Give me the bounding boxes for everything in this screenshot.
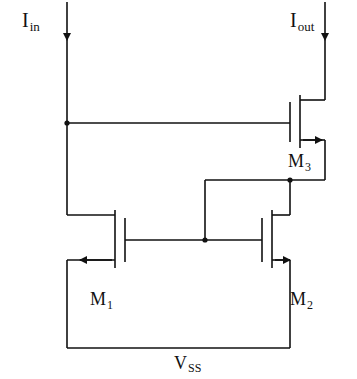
input-wire (66, 40, 68, 215)
m1-source-wire (66, 260, 68, 348)
m2-transistor (262, 210, 290, 268)
junction-dot (202, 237, 207, 242)
m3-gate-wire (67, 122, 290, 124)
transistor-number: 3 (305, 161, 311, 173)
m3-transistor (290, 95, 325, 148)
transistor-name: M (90, 290, 106, 308)
m1-transistor (67, 210, 125, 268)
m2-drain-wire (289, 180, 291, 215)
output-current-arrow (324, 2, 326, 40)
transistor-name: M (288, 152, 304, 170)
current-subscript: out (298, 20, 315, 33)
input-current-arrow (66, 2, 68, 40)
transistor-number: 1 (107, 299, 113, 311)
current-symbol: I (22, 10, 29, 30)
supply-name: V (174, 354, 187, 372)
junction-dot (64, 120, 69, 125)
junction-dot (287, 177, 292, 182)
feedback-wire (205, 179, 325, 181)
transistor-name: M (290, 290, 306, 308)
current-symbol: I (290, 10, 297, 30)
gate-drop-wire (204, 180, 206, 240)
current-subscript: in (30, 20, 40, 33)
transistor-number: 2 (307, 299, 313, 311)
m3-source-wire (324, 140, 326, 180)
output-wire (324, 40, 326, 100)
supply-subscript: SS (188, 362, 201, 374)
vss-rail (67, 347, 290, 349)
shared-gate-wire (125, 239, 262, 241)
